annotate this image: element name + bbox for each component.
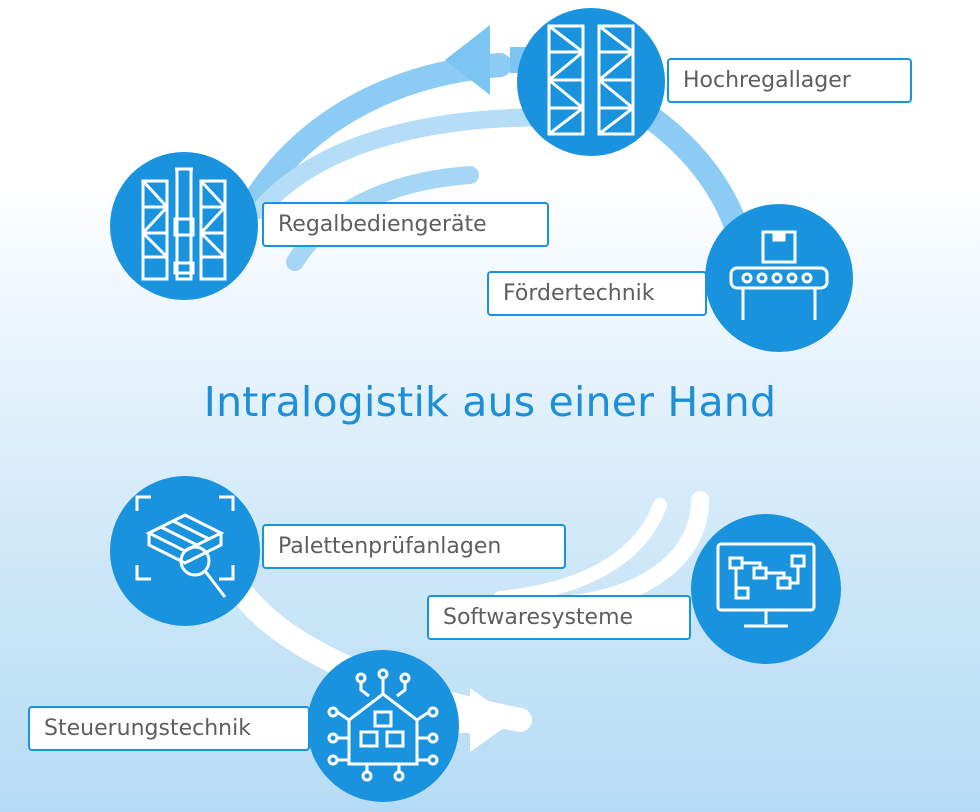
label-softwaresysteme: Softwaresysteme: [427, 595, 691, 640]
label-regalbediengeraete-text: Regalbediengeräte: [278, 212, 487, 237]
label-hochregallager-text: Hochregallager: [683, 68, 851, 93]
control-network-icon: [327, 668, 439, 784]
software-monitor-icon: [714, 540, 818, 638]
steuerungstechnik-circle: [307, 650, 459, 802]
label-steuerungstechnik-text: Steuerungstechnik: [44, 716, 251, 741]
top-cycle-arc: [243, 53, 512, 212]
top-cycle-arc-right: [628, 98, 752, 252]
softwaresysteme-circle: [691, 514, 841, 664]
palettenpruefanlagen-circle: [110, 476, 260, 626]
label-steuerungstechnik: Steuerungstechnik: [28, 706, 310, 751]
page-title: Intralogistik aus einer Hand: [203, 378, 777, 426]
bottom-arrow-head: [470, 688, 515, 752]
label-foerdertechnik: Fördertechnik: [487, 271, 707, 316]
label-regalbediengeraete: Regalbediengeräte: [262, 202, 549, 247]
stacker-crane-icon: [139, 165, 229, 287]
high-bay-rack-icon: [543, 22, 639, 142]
conveyor-icon: [727, 228, 831, 328]
bottom-right-arc-2: [493, 498, 667, 605]
foerdertechnik-circle: [705, 204, 853, 352]
regalbediengeraete-circle: [110, 152, 258, 300]
label-palettenpruefanlagen: Palettenprüfanlagen: [262, 524, 566, 569]
top-arrow-head: [445, 25, 490, 95]
label-softwaresysteme-text: Softwaresysteme: [443, 605, 634, 630]
pallet-inspection-icon: [133, 493, 237, 609]
hochregallager-circle: [517, 8, 665, 156]
label-palettenpruefanlagen-text: Palettenprüfanlagen: [278, 534, 502, 559]
label-foerdertechnik-text: Fördertechnik: [503, 281, 655, 306]
label-hochregallager: Hochregallager: [667, 58, 912, 103]
